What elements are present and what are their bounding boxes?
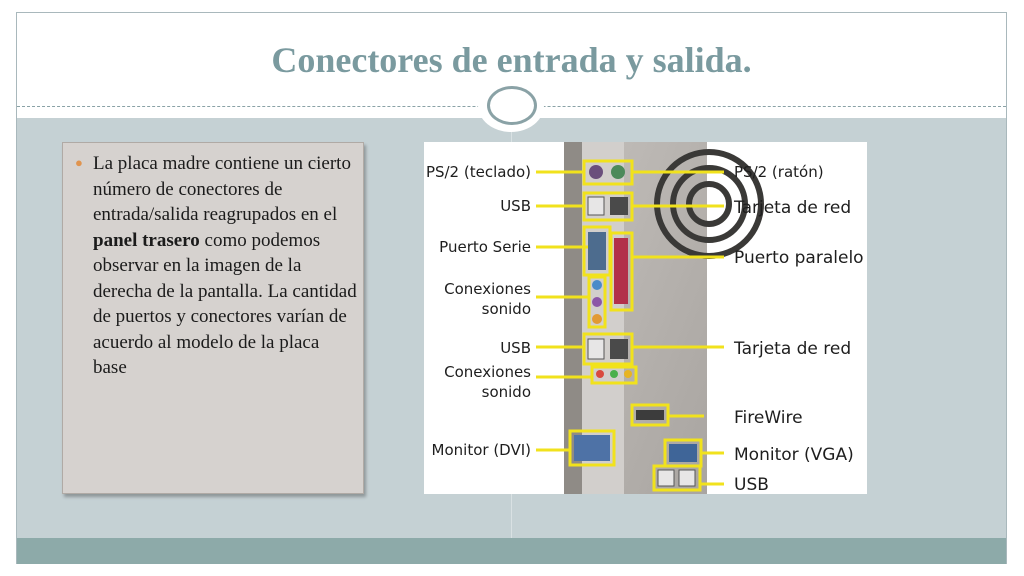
bullet-text-bold: panel trasero <box>93 229 200 251</box>
label-usb-3: USB <box>734 475 769 494</box>
slide-title: Conectores de entrada y salida. <box>271 40 752 80</box>
label-audio-1-line2: sonido <box>482 300 531 318</box>
label-serial-port: Puerto Serie <box>439 238 531 256</box>
label-monitor-dvi: Monitor (DVI) <box>432 441 531 459</box>
bullet-text: La placa madre contiene un cierto número… <box>93 151 357 381</box>
bullet-text-end: como podemos observar en la imagen de la… <box>93 229 357 379</box>
label-parallel-port: Puerto paralelo <box>734 248 864 268</box>
label-ps2-keyboard: PS/2 (teclado) <box>426 163 531 181</box>
footer-bar <box>17 538 1006 564</box>
label-network-2: Tarjeta de red <box>733 339 851 359</box>
medallion-ring-icon <box>487 86 537 125</box>
bullet-item: ● La placa madre contiene un cierto núme… <box>75 151 357 381</box>
label-network-1: Tarjeta de red <box>733 198 851 218</box>
panel-edge <box>564 142 582 494</box>
label-audio-1-line1: Conexiones <box>444 280 531 298</box>
label-usb-1: USB <box>500 197 531 215</box>
label-audio-2-line2: sonido <box>482 383 531 401</box>
text-box: ● La placa madre contiene un cierto núme… <box>62 142 364 494</box>
label-monitor-vga: Monitor (VGA) <box>734 445 854 465</box>
connector-shapes <box>574 165 697 487</box>
bullet-icon: ● <box>75 155 83 170</box>
bullet-text-start: La placa madre contiene un cierto número… <box>93 153 351 225</box>
label-ps2-mouse: PS/2 (ratón) <box>734 163 824 181</box>
pointer-lines <box>536 170 724 486</box>
label-firewire: FireWire <box>734 408 803 428</box>
connectors-image: PS/2 (teclado) USB Puerto Serie Conexion… <box>424 142 867 494</box>
label-audio-2-line1: Conexiones <box>444 363 531 381</box>
label-usb-2: USB <box>500 339 531 357</box>
connectors-diagram: PS/2 (teclado) USB Puerto Serie Conexion… <box>426 142 864 494</box>
